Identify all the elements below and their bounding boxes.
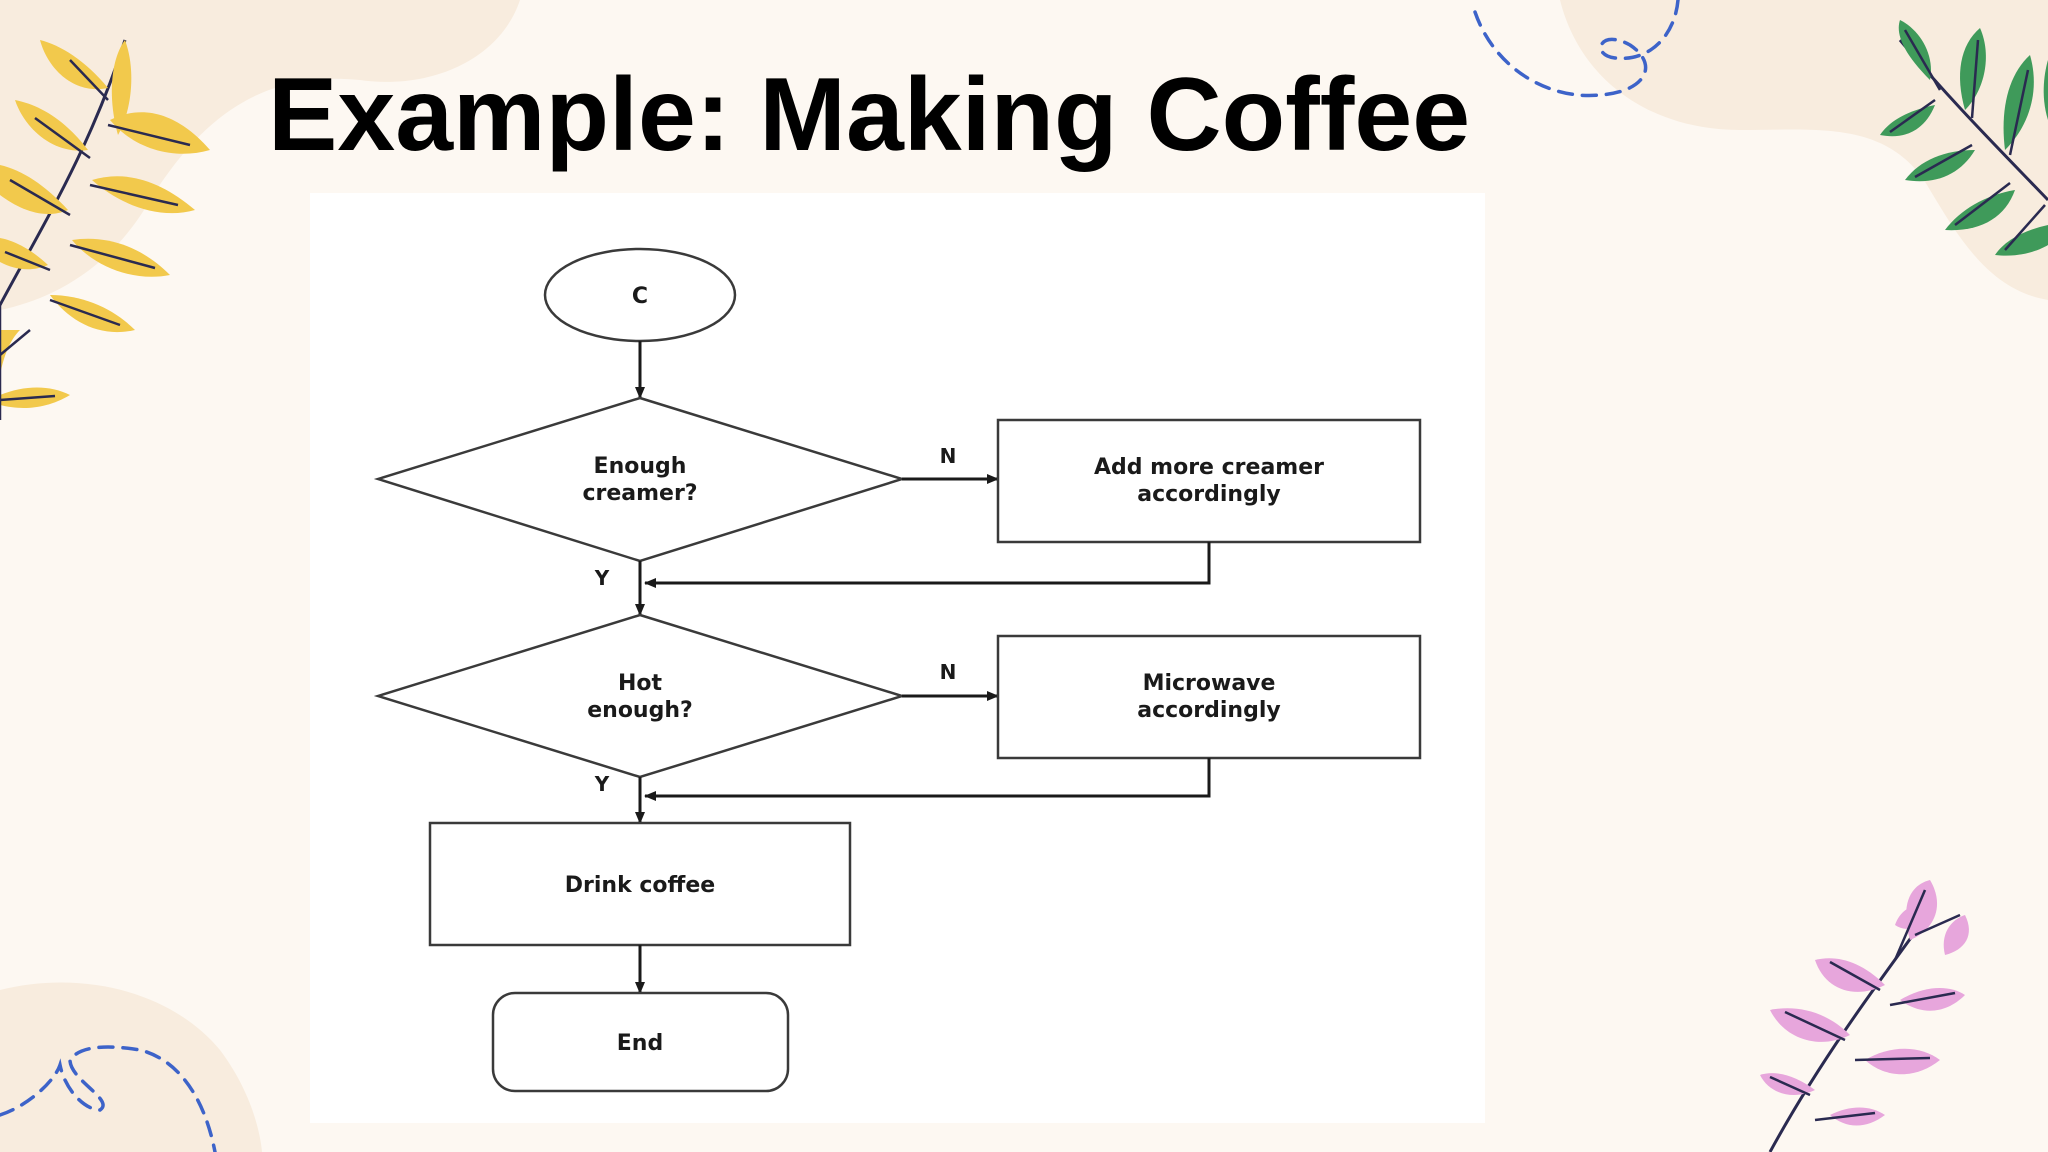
decision2-yes-label: Y [594, 772, 610, 796]
diagram-panel: C Enough creamer? N Add more creamer acc… [310, 193, 1485, 1123]
end-terminal-label: End [617, 1031, 663, 1056]
process-drink-coffee [428, 821, 852, 947]
bottom-left-blob [0, 982, 262, 1152]
decision-enough-creamer [373, 396, 907, 563]
process-drink-coffee-label: Drink coffee [565, 873, 715, 898]
start-terminal-label: C [632, 284, 648, 309]
page-title: Example: Making Coffee [268, 57, 1471, 173]
pink-leaf-branch-icon [1760, 880, 1969, 1152]
end-terminal [491, 991, 790, 1093]
process-microwave-line1: Microwave [1143, 671, 1276, 696]
yellow-leaf-branch-icon [0, 39, 210, 420]
decision2-no-label: N [940, 660, 957, 684]
process-add-creamer-line2: accordingly [1137, 482, 1280, 507]
decision1-yes-label: Y [594, 566, 610, 590]
connector-process2-return [644, 758, 1211, 801]
decision1-no-label: N [940, 444, 957, 468]
decision-hot-enough [373, 613, 907, 779]
process-microwave-line2: accordingly [1137, 698, 1280, 723]
decision-enough-creamer-line2: creamer? [582, 481, 697, 506]
dashed-swirl-icon [0, 0, 1680, 1152]
process-add-creamer [996, 418, 1422, 544]
process-microwave [996, 634, 1422, 760]
decision-hot-enough-line1: Hot [618, 671, 663, 696]
process-add-creamer-line1: Add more creamer [1094, 455, 1324, 480]
decision-hot-enough-line2: enough? [587, 698, 693, 723]
connector-process1-return [644, 542, 1211, 588]
flowchart: C Enough creamer? N Add more creamer acc… [373, 247, 1422, 1093]
green-leaf-branch-icon [1880, 20, 2048, 256]
decision-enough-creamer-line1: Enough [594, 454, 687, 479]
